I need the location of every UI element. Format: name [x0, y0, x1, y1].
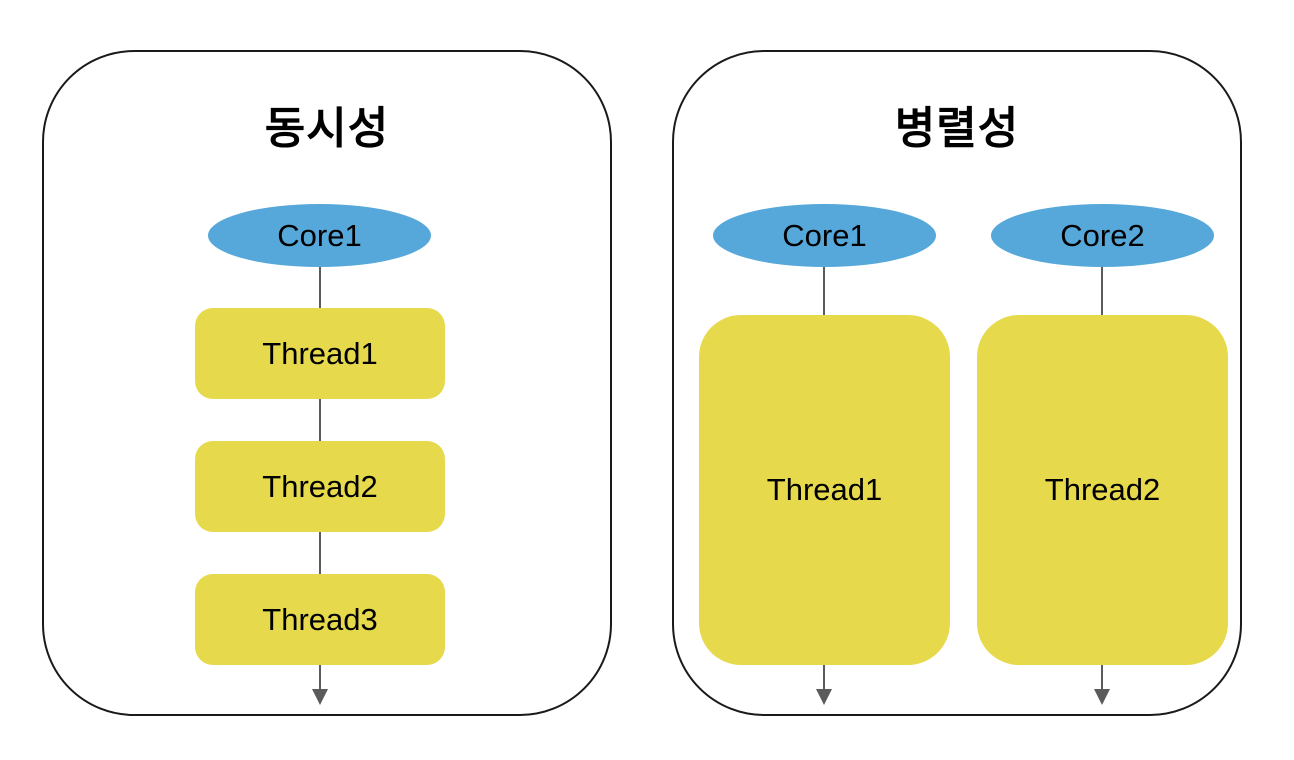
- thread-label: Thread2: [1044, 472, 1161, 507]
- panel-parallelism-title: 병렬성: [894, 104, 1020, 153]
- thread-label: Thread1: [262, 335, 378, 371]
- arrow-shaft: [1101, 665, 1103, 691]
- connector-line: [319, 399, 321, 441]
- arrow-shaft: [823, 665, 825, 691]
- panel-concurrency-title: 동시성: [264, 104, 390, 153]
- core-node: Core2: [991, 204, 1214, 267]
- connector-line: [1101, 267, 1103, 315]
- thread-node: Thread1: [195, 308, 445, 399]
- thread-node: Thread2: [195, 441, 445, 532]
- connector-line: [319, 267, 321, 308]
- thread-label: Thread1: [766, 472, 883, 507]
- connector-line: [823, 267, 825, 315]
- panel-parallelism: 병렬성 Core1 Core2 Thread1 Thread2: [672, 50, 1242, 716]
- core-node: Core1: [713, 204, 936, 267]
- arrow-head: [1094, 689, 1110, 705]
- core-node: Core1: [208, 204, 431, 267]
- core-label: Core1: [782, 217, 867, 253]
- thread-label: Thread3: [262, 601, 378, 637]
- arrow-head: [816, 689, 832, 705]
- arrow-head: [312, 689, 328, 705]
- core-label: Core2: [1060, 217, 1145, 253]
- connector-line: [319, 532, 321, 574]
- panel-concurrency: 동시성 Core1 Thread1 Thread2 Thread3: [42, 50, 612, 716]
- thread-label: Thread2: [262, 468, 378, 504]
- thread-node: Thread1: [699, 315, 950, 665]
- arrow-shaft: [319, 665, 321, 691]
- thread-node: Thread3: [195, 574, 445, 665]
- core-label: Core1: [277, 217, 362, 253]
- thread-node: Thread2: [977, 315, 1228, 665]
